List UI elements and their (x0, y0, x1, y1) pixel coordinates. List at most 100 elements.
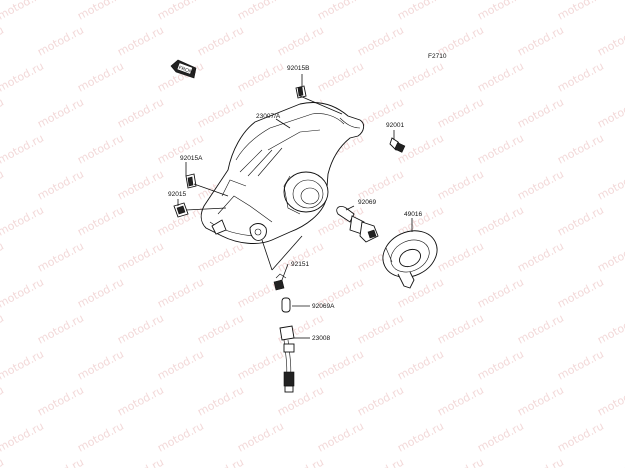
watermark-text: motod.ru (195, 23, 246, 58)
watermark-text: motod.ru (275, 455, 326, 468)
watermark-text: motod.ru (555, 0, 606, 23)
watermark-text: motod.ru (355, 383, 406, 418)
watermark-text: motod.ru (515, 95, 566, 130)
watermark-text: motod.ru (315, 419, 366, 454)
label-92001: 92001 (386, 122, 404, 129)
watermark-text: motod.ru (355, 455, 406, 468)
part-23008-socket (279, 325, 295, 393)
watermark-text: motod.ru (0, 419, 46, 454)
watermark-text: motod.ru (475, 419, 526, 454)
watermark-text: motod.ru (75, 131, 126, 166)
watermark-text: motod.ru (515, 239, 566, 274)
watermark-text: motod.ru (0, 347, 46, 382)
watermark-text: motod.ru (235, 419, 286, 454)
watermark-text: motod.ru (35, 95, 86, 130)
watermark-text: motod.ru (195, 383, 246, 418)
watermark-text: motod.ru (515, 167, 566, 202)
watermark-text: motod.ru (115, 311, 166, 346)
watermark-text: motod.ru (475, 0, 526, 23)
watermark-text: motod.ru (75, 59, 126, 94)
watermark-text: motod.ru (435, 239, 486, 274)
watermark-text: motod.ru (75, 275, 126, 310)
watermark-text: motod.ru (395, 419, 446, 454)
watermark-text: motod.ru (75, 0, 126, 23)
watermark-text: motod.ru (115, 167, 166, 202)
watermark-text: motod.ru (155, 275, 206, 310)
part-92015A-clip (185, 173, 197, 189)
watermark-text: motod.ru (355, 167, 406, 202)
watermark-text: motod.ru (435, 383, 486, 418)
watermark-text: motod.ru (35, 383, 86, 418)
watermark-text: motod.ru (195, 455, 246, 468)
watermark-text: motod.ru (235, 59, 286, 94)
label-92015A: 92015A (180, 155, 203, 162)
watermark-text: motod.ru (0, 59, 46, 94)
watermark-text: motod.ru (595, 383, 625, 418)
watermark-text: motod.ru (115, 239, 166, 274)
watermark-text: motod.ru (155, 0, 206, 23)
watermark-text: motod.ru (235, 0, 286, 23)
watermark-text: motod.ru (115, 95, 166, 130)
watermark-text: motod.ru (155, 419, 206, 454)
headlight-housing (200, 102, 365, 244)
watermark-text: motod.ru (35, 455, 86, 468)
watermark-text: motod.ru (395, 0, 446, 23)
front-badge-text: FRONT (178, 65, 196, 77)
watermark-text: motod.ru (0, 455, 6, 468)
watermark-text: motod.ru (515, 383, 566, 418)
watermark-text: motod.ru (435, 311, 486, 346)
watermark-text: motod.ru (435, 95, 486, 130)
watermark-text: motod.ru (115, 455, 166, 468)
watermark-text: motod.ru (475, 59, 526, 94)
label-92069A: 92069A (312, 303, 335, 310)
part-92069A-bulb (281, 297, 291, 313)
watermark-text: motod.ru (35, 311, 86, 346)
label-92015: 92015 (168, 191, 186, 198)
diagram-code: F2710 (428, 53, 447, 60)
part-92151-screw (273, 273, 287, 291)
watermark-text: motod.ru (595, 239, 625, 274)
watermark-text: motod.ru (395, 59, 446, 94)
watermark-text: motod.ru (555, 59, 606, 94)
watermark-text: motod.ru (75, 203, 126, 238)
watermark-text: motod.ru (0, 203, 46, 238)
watermark-text: motod.ru (595, 455, 625, 468)
watermark-text: motod.ru (595, 311, 625, 346)
part-49016-cover (382, 230, 438, 289)
watermark-text: motod.ru (595, 167, 625, 202)
watermark-text: motod.ru (595, 95, 625, 130)
watermark-text: motod.ru (475, 131, 526, 166)
watermark-text: motod.ru (435, 167, 486, 202)
watermark-text: motod.ru (35, 167, 86, 202)
watermark-text: motod.ru (195, 239, 246, 274)
label-49016: 49016 (404, 211, 422, 218)
label-23008: 23008 (312, 335, 330, 342)
watermark-text: motod.ru (515, 23, 566, 58)
watermark-text: motod.ru (355, 23, 406, 58)
watermark-text: motod.ru (475, 347, 526, 382)
leader-lines (177, 74, 413, 339)
part-92015B-clip (295, 85, 307, 99)
watermark-text: motod.ru (555, 203, 606, 238)
label-92151: 92151 (291, 261, 309, 268)
watermark-text: motod.ru (0, 383, 6, 418)
front-arrow-icon: FRONT (170, 59, 197, 79)
part-92001-bolt (389, 137, 406, 153)
label-23007A: 23007/A (256, 113, 281, 120)
watermark-text: motod.ru (0, 239, 6, 274)
label-92069: 92069 (358, 199, 376, 206)
watermark-text: motod.ru (315, 347, 366, 382)
watermark-text: motod.ru (0, 95, 6, 130)
watermark-text: motod.ru (555, 275, 606, 310)
watermark-text: motod.ru (0, 131, 46, 166)
watermark-text: motod.ru (515, 311, 566, 346)
watermark-text: motod.ru (115, 23, 166, 58)
watermark-text: motod.ru (555, 419, 606, 454)
watermark-text: motod.ru (595, 23, 625, 58)
watermark-text: motod.ru (515, 455, 566, 468)
watermark-text: motod.ru (75, 419, 126, 454)
watermark-text: motod.ru (235, 347, 286, 382)
